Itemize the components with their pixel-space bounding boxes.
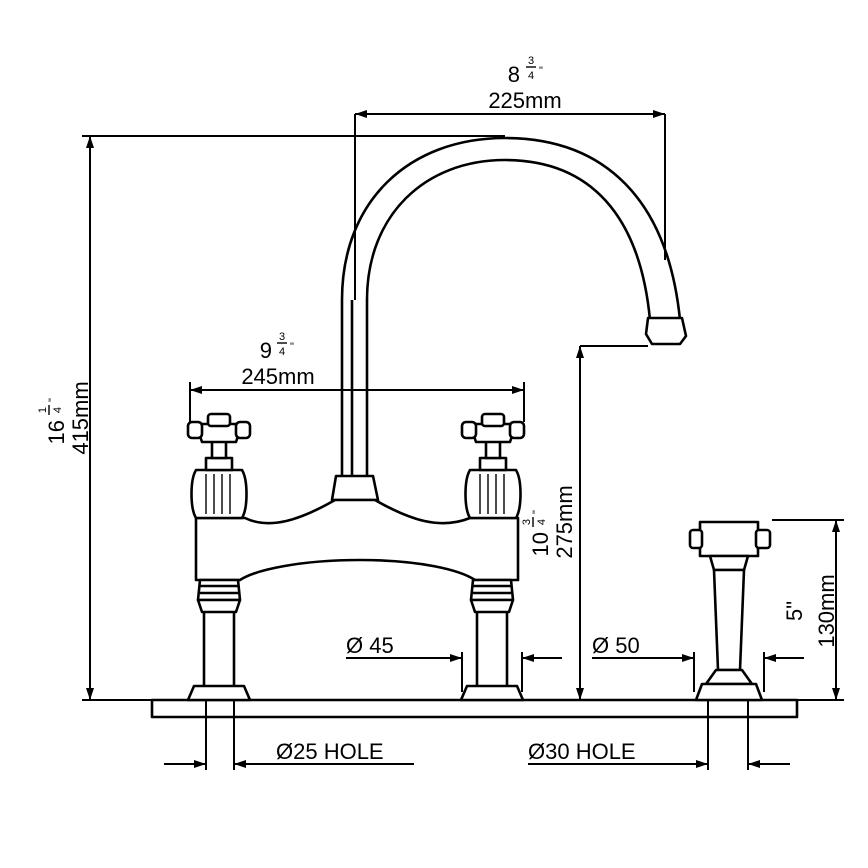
spout-reach-metric: 225mm — [488, 88, 561, 113]
right-tap — [459, 412, 526, 702]
spout-aerator — [644, 316, 688, 346]
spray-body — [712, 568, 746, 672]
right-cross-arm-l — [460, 420, 478, 440]
spray-base — [694, 682, 764, 702]
dim-spray-diameter: Ø 50 — [592, 633, 804, 692]
right-leg-nut — [469, 578, 515, 602]
svg-text:3: 3 — [521, 519, 533, 525]
svg-text:4: 4 — [528, 70, 534, 82]
left-base-flange — [186, 684, 252, 702]
spout-height-imperial: 10 — [528, 532, 553, 556]
spray-head — [698, 520, 760, 558]
svg-text:1: 1 — [37, 407, 49, 413]
dim-tap-hole: Ø25 HOLE — [164, 700, 414, 770]
svg-text:": " — [531, 510, 543, 514]
left-cross-arm-l — [186, 420, 204, 440]
left-cross-arm-r — [234, 420, 252, 440]
right-leg — [475, 608, 509, 690]
left-leg — [202, 608, 236, 690]
overall-height-metric: 415mm — [68, 381, 93, 454]
leg-diameter-label: Ø 45 — [346, 633, 394, 658]
svg-text:": " — [290, 341, 294, 353]
spout-height-metric: 275mm — [552, 485, 577, 558]
dim-centres: 9 3 4 " 245mm — [189, 331, 525, 422]
tap-hole-label: Ø25 HOLE — [276, 739, 384, 764]
spout-reach-imperial: 8 — [508, 62, 520, 87]
left-tap — [186, 412, 252, 702]
overall-height-imperial: 16 — [44, 420, 69, 444]
right-cross-arm-r — [508, 420, 526, 440]
svg-text:3: 3 — [279, 331, 285, 343]
dim-spray-height: 5" 130mm — [762, 519, 844, 701]
dim-overall-height: 16 1 4 " 415mm — [37, 135, 505, 701]
spray-height-imperial: 5" — [782, 601, 807, 621]
dim-spout-reach: 8 3 4 " 225mm — [354, 55, 666, 300]
svg-text:4: 4 — [52, 407, 64, 413]
deck-plate — [150, 698, 799, 719]
right-base-flange — [459, 684, 525, 702]
spray-hole-label: Ø30 HOLE — [528, 739, 636, 764]
centres-imperial: 9 — [260, 338, 272, 363]
gooseneck-spout — [330, 136, 688, 502]
spray-height-metric: 130mm — [814, 574, 839, 647]
svg-text:": " — [47, 398, 59, 402]
spray-diameter-label: Ø 50 — [592, 633, 640, 658]
left-leg-nut — [196, 578, 242, 602]
svg-text:3: 3 — [528, 55, 534, 67]
svg-text:": " — [539, 65, 543, 77]
spout-collar — [330, 474, 380, 502]
right-shroud — [464, 468, 522, 520]
dim-spray-hole: Ø30 HOLE — [528, 700, 790, 770]
svg-text:4: 4 — [536, 519, 548, 525]
side-spray — [688, 520, 772, 702]
dim-spout-height: 10 3 4 " 275mm — [521, 345, 648, 700]
dim-leg-diameter: Ø 45 — [346, 633, 562, 692]
centres-metric: 245mm — [241, 364, 314, 389]
svg-text:4: 4 — [279, 346, 285, 358]
left-shroud — [190, 468, 248, 520]
